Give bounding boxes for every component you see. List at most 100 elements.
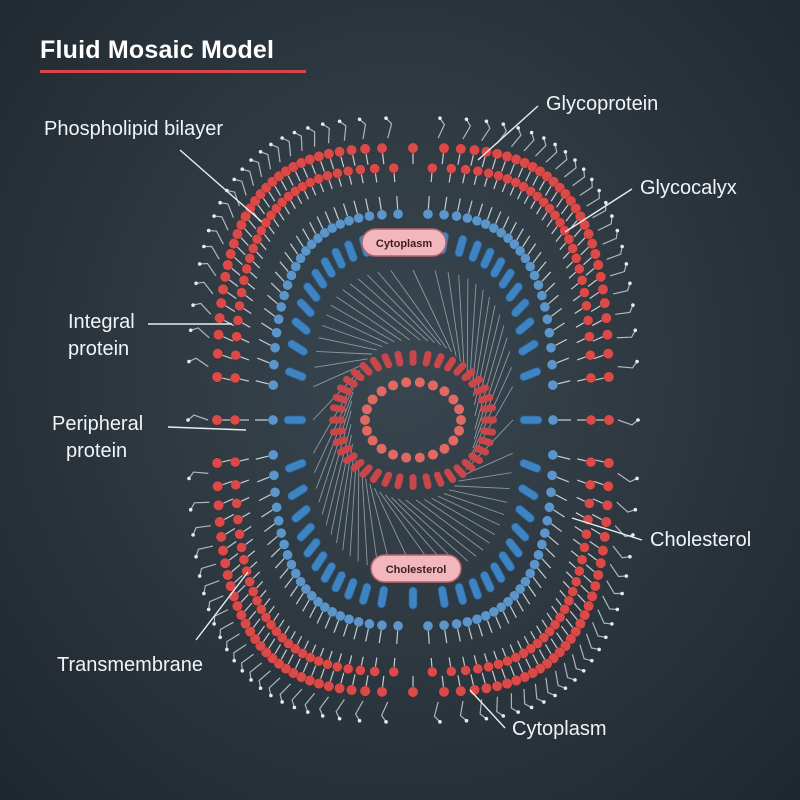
outer-lipid-head — [456, 686, 466, 696]
outer-lipid-2-head — [232, 498, 242, 508]
outer-lipid-2-head — [237, 542, 247, 552]
inner-lipid-head — [279, 291, 289, 301]
inner-lipid-head — [428, 450, 438, 460]
outer-lipid-head — [598, 284, 608, 294]
outer-lipid-2-head — [323, 659, 333, 669]
outer-lipid-head — [346, 145, 356, 155]
glycocalyx-chain — [511, 128, 520, 147]
sugar-node — [358, 719, 362, 723]
glycocalyx-chain — [234, 179, 246, 195]
outer-lipid-head — [596, 558, 606, 568]
inner-lipid-head — [270, 487, 280, 497]
glycocalyx-chain — [214, 216, 228, 230]
sugar-node — [597, 648, 601, 652]
inner-lipid-head — [542, 516, 552, 526]
outer-lipid-head — [213, 500, 223, 510]
inner-lipid-head — [540, 302, 550, 312]
glycocalyx-chain — [556, 152, 567, 169]
outer-lipid-head — [229, 238, 239, 248]
outer-lipid-2-head — [389, 667, 399, 677]
glycocalyx-chain — [572, 169, 584, 186]
glycocalyx-chain — [535, 684, 543, 702]
outer-lipid-2-head — [584, 332, 594, 342]
sugar-node — [485, 717, 489, 721]
integral-protein-rod — [290, 316, 312, 336]
sugar-node — [198, 262, 202, 266]
sugar-node — [186, 418, 190, 422]
glycocalyx-chain — [227, 634, 240, 650]
sugar-node — [616, 229, 620, 233]
sugar-node — [338, 119, 342, 123]
inner-lipid-head — [268, 450, 278, 460]
lipid-tail-mesh — [350, 284, 420, 340]
glycocalyx-chain — [259, 671, 270, 688]
sugar-node — [280, 136, 284, 140]
outer-lipid-2-head — [231, 480, 241, 490]
outer-lipid-head — [408, 687, 418, 697]
lipid-tail-mesh — [326, 315, 388, 344]
glycocalyx-chain — [618, 473, 637, 481]
inner-lipid-head — [377, 210, 387, 220]
sugar-node — [438, 720, 442, 724]
glycocalyx-chain — [360, 119, 366, 139]
inner-lipid-head — [393, 621, 403, 631]
sugar-node — [590, 178, 594, 182]
sugar-node — [501, 122, 505, 126]
inner-lipid-head — [368, 436, 378, 446]
outer-lipid-head — [212, 481, 222, 491]
outer-lipid-head — [212, 458, 222, 468]
sugar-node — [620, 245, 624, 249]
glycocalyx-chain — [188, 415, 208, 420]
outer-lipid-2-head — [586, 457, 596, 467]
glycocalyx-chain — [587, 191, 600, 207]
inner-lipid-head — [537, 539, 547, 549]
glycocalyx-chain — [617, 330, 636, 337]
sugar-node — [553, 694, 557, 698]
glycocalyx-chain — [282, 138, 290, 156]
sugar-node — [573, 678, 577, 682]
sugar-node — [225, 648, 229, 652]
inner-protein-rod — [433, 471, 446, 488]
outer-lipid-2-head — [577, 275, 587, 285]
lipid-tail-mesh — [432, 498, 495, 535]
outer-lipid-head — [223, 260, 233, 270]
inner-lipid-head — [268, 415, 278, 425]
glycocalyx-chain — [556, 671, 566, 688]
sugar-node — [573, 158, 577, 162]
inner-lipid-head — [286, 270, 296, 280]
inner-lipid-head — [439, 620, 449, 630]
glycocalyx-chain — [220, 203, 233, 218]
sugar-node — [259, 150, 263, 154]
outer-lipid-2-head — [370, 164, 380, 174]
sugar-node — [501, 714, 505, 718]
integral-protein-rod — [517, 483, 540, 501]
sugar-node — [189, 508, 193, 512]
outer-lipid-head — [314, 151, 324, 161]
sugar-node — [202, 592, 206, 596]
inner-lipid-head — [439, 444, 449, 454]
sugar-node — [321, 122, 325, 126]
glycocalyx-chain — [269, 678, 280, 696]
glycocalyx-chain — [250, 663, 262, 680]
glycocalyx-chain — [271, 144, 280, 162]
inner-lipid-head — [272, 502, 282, 512]
inner-protein-rod — [380, 471, 393, 488]
outer-lipid-head — [456, 144, 466, 154]
inner-protein-rod — [394, 473, 404, 490]
inner-protein-rod — [380, 352, 393, 369]
glycocalyx-chain — [546, 144, 557, 162]
inner-lipid-head — [456, 415, 466, 425]
sugar-node — [628, 282, 632, 286]
outer-lipid-head — [377, 143, 387, 153]
sugar-node — [194, 555, 198, 559]
sugar-node — [293, 706, 297, 710]
outer-lipid-2-head — [446, 666, 456, 676]
sugar-node — [620, 592, 624, 596]
outer-lipid-2-head — [332, 662, 342, 672]
outer-lipid-head — [590, 249, 600, 259]
sugar-node — [269, 694, 273, 698]
integral-protein-rod — [358, 582, 372, 605]
lipid-tail-mesh — [406, 500, 476, 556]
sugar-node — [516, 126, 520, 130]
sugar-node — [218, 635, 222, 639]
